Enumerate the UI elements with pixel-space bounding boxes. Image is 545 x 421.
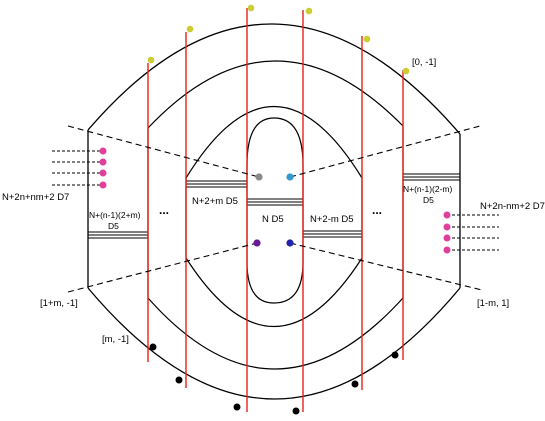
d7-tails-left: [52, 150, 103, 186]
outer-bottom-arc: [87, 287, 461, 400]
charge-label-bottom: [m, -1]: [102, 334, 129, 345]
d5-stack-center: [247, 198, 303, 206]
d5-stack-inner-left: [186, 180, 247, 188]
d7-label-left: N+2n+nm+2 D7: [2, 192, 69, 203]
charge-label-left: [1+m, -1]: [40, 298, 78, 309]
grey-dot: [255, 173, 263, 181]
d5-label-inner-right: N+2-m D5: [310, 214, 354, 225]
yellow-dots: [147, 4, 410, 75]
d7-label-right: N+2n-nm+2 D7: [480, 201, 545, 212]
dashed-lines: [67, 125, 483, 293]
cyan-dot: [286, 173, 294, 181]
center-stadium: [246, 117, 304, 304]
arc-top-2: [185, 106, 363, 179]
d5-label-outer-right-2: D5: [423, 195, 434, 205]
d5-stack-outer-left: [88, 231, 148, 239]
purple-dot: [253, 239, 261, 247]
d5-stack-outer-right: [403, 173, 460, 181]
blue-dot: [286, 239, 294, 247]
d7-tails-right: [447, 214, 499, 251]
magenta-dots-right: [443, 211, 451, 254]
charge-label-right: [1-m, 1]: [477, 298, 509, 309]
charge-label-top: [0, -1]: [412, 57, 436, 68]
arc-bottom-2: [185, 257, 363, 327]
d5-label-center: N D5: [262, 214, 284, 225]
d5-label-outer-left-2: D5: [108, 221, 119, 231]
d5-label-outer-left-1: N+(n-1)(2+m): [89, 210, 141, 220]
d5-stack-inner-right: [303, 230, 362, 238]
magenta-dots-left: [99, 147, 107, 189]
ellipsis-right: ...: [372, 203, 382, 217]
black-dots: [149, 343, 399, 415]
arc-bottom-1: [147, 297, 404, 370]
d5-label-outer-right-1: N+(n-1)(2-m): [403, 184, 453, 194]
ellipsis-left: ...: [159, 203, 169, 217]
d5-label-inner-left: N+2+m D5: [192, 196, 238, 207]
arc-top-1: [147, 60, 404, 129]
outer-top-arc: [87, 23, 461, 135]
red-brane-lines: [147, 8, 404, 412]
